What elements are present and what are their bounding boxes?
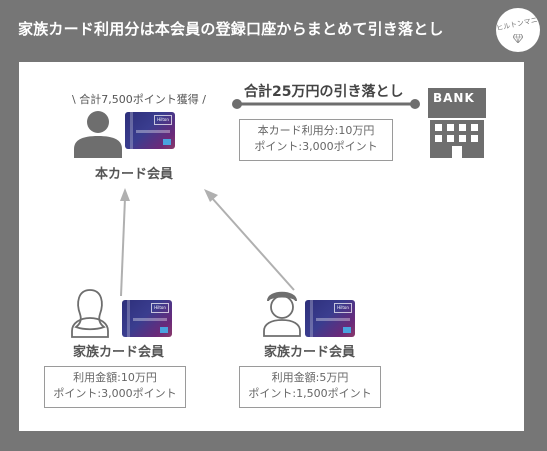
page-title: 家族カード利用分は本会員の登録口座からまとめて引き落とし — [18, 20, 444, 38]
man-icon — [263, 291, 301, 337]
settlement-connector — [232, 99, 420, 109]
arrow-family1-to-main — [120, 188, 130, 297]
diamond-icon — [513, 34, 523, 43]
family2-usage-box: 利用金額:5万円 ポイント:1,500ポイント — [239, 366, 381, 408]
main-usage-box: 本カード利用分:10万円 ポイント:3,000ポイント — [239, 119, 393, 161]
family2-label: 家族カード会員 — [264, 345, 356, 360]
main-member-label: 本カード会員 — [95, 167, 174, 182]
family1-usage-box: 利用金額:10万円 ポイント:3,000ポイント — [44, 366, 186, 408]
main-usage-points: ポイント:3,000ポイント — [254, 140, 378, 153]
points-earned-text: \ 合計7,500ポイント獲得 / — [72, 93, 206, 106]
family1-card-image: Hilton — [122, 300, 172, 337]
family2-usage-amount: 利用金額:5万円 — [271, 371, 349, 384]
woman-icon — [71, 289, 109, 338]
arrow-family2-to-main — [204, 189, 295, 291]
family2-card-image: Hilton — [305, 300, 355, 337]
total-debit-label: 合計25万円の引き落とし — [244, 84, 404, 100]
bank-label: BANK — [433, 91, 475, 105]
site-logo: ヒルトンマニア — [496, 8, 545, 52]
main-member-person-icon — [74, 111, 122, 158]
family2-usage-points: ポイント:1,500ポイント — [248, 387, 372, 400]
family1-label: 家族カード会員 — [73, 345, 165, 360]
family1-usage-points: ポイント:3,000ポイント — [53, 387, 177, 400]
family1-usage-amount: 利用金額:10万円 — [73, 371, 157, 384]
main-usage-amount: 本カード利用分:10万円 — [257, 124, 375, 137]
bank-icon — [428, 88, 486, 158]
main-card-image: Hilton — [125, 112, 175, 149]
